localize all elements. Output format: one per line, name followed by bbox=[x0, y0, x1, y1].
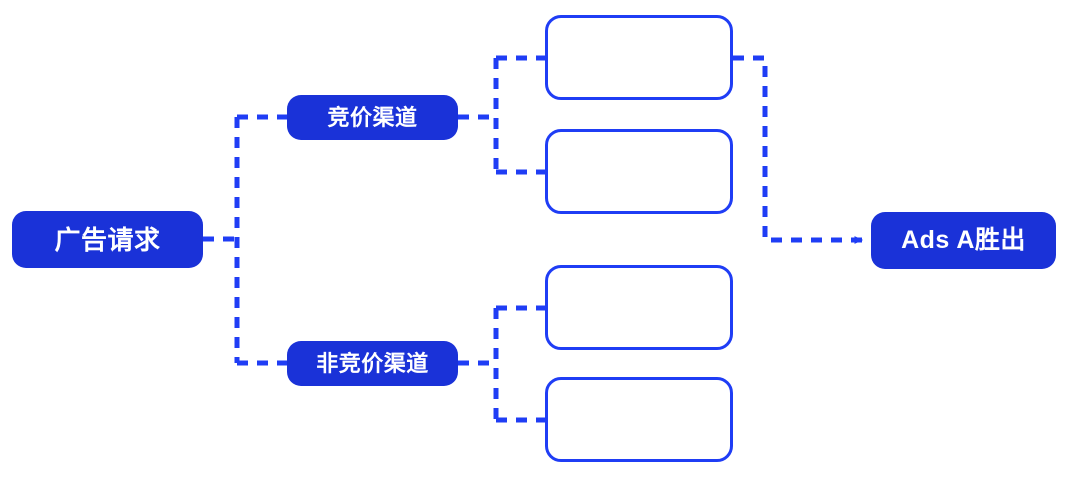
node-winner[interactable]: Ads A胜出 bbox=[871, 212, 1056, 269]
node-ad-request-label: 广告请求 bbox=[54, 224, 161, 255]
node-slot-2[interactable] bbox=[545, 129, 733, 214]
node-nonbid-channel-label: 非竞价渠道 bbox=[316, 350, 429, 376]
node-nonbid-channel[interactable]: 非竞价渠道 bbox=[287, 341, 458, 386]
node-winner-label: Ads A胜出 bbox=[901, 226, 1026, 254]
node-slot-3[interactable] bbox=[545, 265, 733, 350]
node-bid-channel[interactable]: 竞价渠道 bbox=[287, 95, 458, 140]
node-slot-1[interactable] bbox=[545, 15, 733, 100]
node-bid-channel-label: 竞价渠道 bbox=[327, 104, 418, 130]
node-ad-request[interactable]: 广告请求 bbox=[12, 211, 203, 268]
edge-slot-1-winner bbox=[733, 55, 864, 244]
node-slot-4[interactable] bbox=[545, 377, 733, 462]
